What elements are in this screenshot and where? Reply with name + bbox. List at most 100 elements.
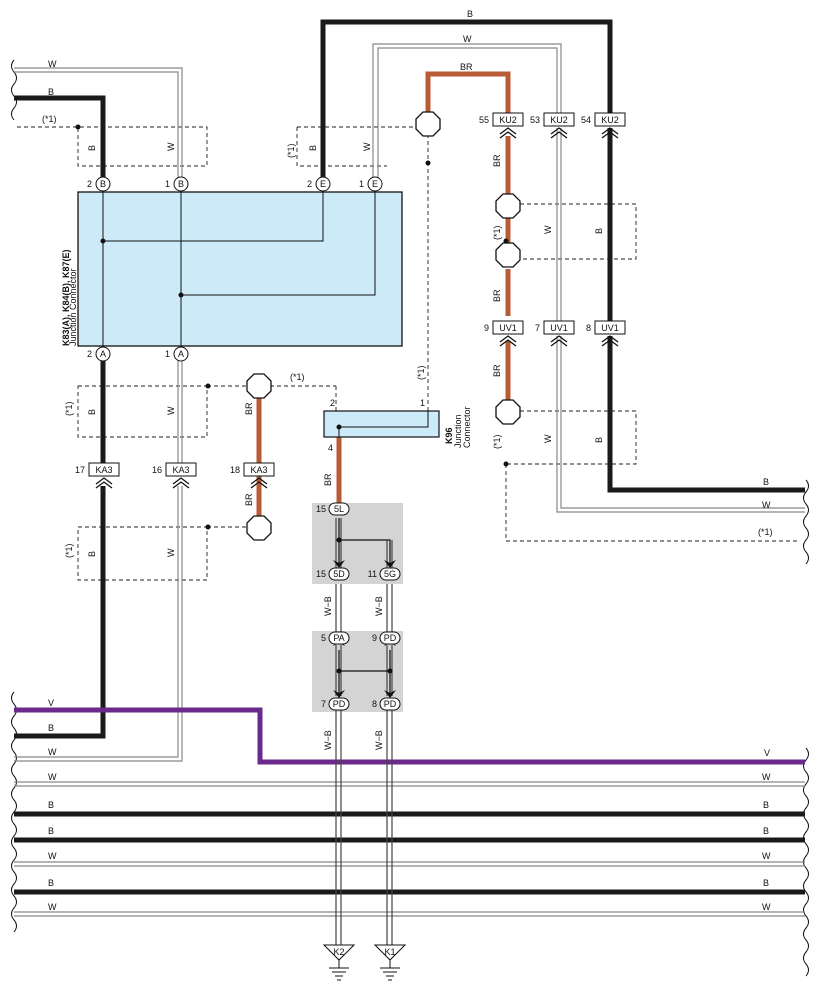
svg-text:W−B: W−B: [323, 596, 333, 616]
svg-text:1: 1: [359, 179, 364, 189]
svg-text:(*1): (*1): [416, 365, 426, 380]
svg-text:B: B: [87, 551, 97, 557]
svg-text:BR: BR: [244, 402, 254, 415]
svg-text:KU2: KU2: [499, 115, 517, 125]
junction-pin-1E: E 1: [359, 176, 383, 192]
connector-pd-9: PD 9: [372, 631, 401, 645]
svg-text:B: B: [763, 826, 769, 836]
svg-text:B: B: [48, 723, 54, 733]
svg-text:W: W: [48, 747, 57, 757]
connector-pd-7: PD 7: [321, 697, 350, 711]
svg-text:KA3: KA3: [172, 465, 189, 475]
black-wires: [14, 19, 805, 895]
svg-text:(*1): (*1): [492, 225, 502, 240]
k96-sub1: Junction: [453, 414, 463, 448]
svg-text:(*1): (*1): [286, 143, 296, 158]
svg-text:2: 2: [87, 349, 92, 359]
junction-pin-2E: E 2: [307, 176, 331, 192]
svg-text:2: 2: [87, 179, 92, 189]
svg-text:KU2: KU2: [601, 115, 619, 125]
svg-text:W: W: [543, 225, 553, 234]
right-harness-break: [803, 479, 809, 977]
ground-k2: K2: [322, 944, 356, 981]
svg-text:BR: BR: [460, 62, 473, 72]
svg-text:5G: 5G: [384, 569, 396, 579]
junction-name: K83(A), K84(B), K87(E): [61, 249, 71, 346]
svg-text:15: 15: [316, 504, 326, 514]
svg-text:BR: BR: [323, 473, 333, 486]
svg-text:5L: 5L: [334, 504, 344, 514]
svg-text:1: 1: [165, 349, 170, 359]
svg-text:9: 9: [484, 323, 489, 333]
svg-text:W: W: [362, 142, 372, 151]
connector-uv1-8: UV1 8: [586, 320, 626, 347]
svg-text:15: 15: [316, 569, 326, 579]
svg-text:W−B: W−B: [374, 596, 384, 616]
svg-text:B: B: [87, 409, 97, 415]
junction-dots: [75, 124, 509, 530]
svg-text:B: B: [594, 228, 604, 234]
svg-text:BR: BR: [492, 364, 502, 377]
ground-k1: K1: [373, 944, 407, 981]
connector-pd-8: PD 8: [372, 697, 401, 711]
svg-text:KU2: KU2: [550, 115, 568, 125]
svg-text:2: 2: [307, 179, 312, 189]
svg-text:B: B: [467, 9, 473, 19]
svg-text:PA: PA: [333, 633, 344, 643]
svg-text:W−B: W−B: [323, 730, 333, 750]
svg-text:(*1): (*1): [290, 372, 305, 382]
svg-text:KA3: KA3: [95, 465, 112, 475]
svg-text:B: B: [763, 477, 769, 487]
k96-sub2: Connector: [462, 406, 472, 448]
svg-text:B: B: [763, 800, 769, 810]
wire-labels: B W BR W B B W B W B W B W BR BR BR BR B…: [48, 9, 771, 912]
svg-text:8: 8: [372, 699, 377, 709]
wb-wires: [335, 518, 393, 945]
svg-text:(*1): (*1): [64, 543, 74, 558]
svg-text:W: W: [166, 548, 176, 557]
splice-octagons: [246, 111, 521, 541]
connector-ka3-17: KA3 17: [75, 462, 120, 489]
connector-ka3-16: KA3 16: [152, 462, 197, 489]
svg-text:55: 55: [479, 115, 489, 125]
svg-text:11: 11: [368, 569, 377, 579]
svg-text:(*1): (*1): [64, 401, 74, 416]
k96-pin-left: 2: [330, 398, 335, 408]
svg-text:PD: PD: [384, 633, 397, 643]
svg-text:5: 5: [321, 633, 326, 643]
svg-text:W: W: [543, 434, 553, 443]
connector-ku2-55: KU2 55: [479, 112, 524, 139]
svg-text:UV1: UV1: [499, 323, 517, 333]
svg-text:KA3: KA3: [250, 465, 267, 475]
svg-text:B: B: [48, 826, 54, 836]
svg-text:V: V: [764, 748, 770, 758]
svg-text:K1: K1: [384, 947, 395, 957]
svg-text:BR: BR: [244, 493, 254, 506]
svg-text:V: V: [48, 698, 54, 708]
left-harness-break: [11, 59, 17, 933]
option-notes: (*1) (*1) (*1) (*1) (*1) (*1) (*1) (*1) …: [42, 114, 773, 558]
svg-text:B: B: [48, 800, 54, 810]
svg-text:54: 54: [581, 115, 591, 125]
connector-uv1-7: UV1 7: [535, 320, 575, 347]
svg-text:W−B: W−B: [374, 730, 384, 750]
connector-pa-5: PA 5: [321, 631, 350, 645]
splice-dots: [336, 537, 393, 674]
svg-text:UV1: UV1: [550, 323, 568, 333]
svg-text:B: B: [100, 179, 106, 189]
junction-pin-1B: B 1: [165, 176, 189, 192]
k96-connector-box: [323, 410, 440, 438]
svg-text:7: 7: [321, 699, 326, 709]
junction-connector-box: [77, 191, 403, 347]
svg-text:B: B: [594, 437, 604, 443]
svg-text:E: E: [372, 179, 378, 189]
svg-text:W: W: [762, 902, 771, 912]
svg-text:B: B: [87, 145, 97, 151]
svg-text:PD: PD: [384, 699, 397, 709]
svg-text:W: W: [762, 500, 771, 510]
svg-text:B: B: [763, 878, 769, 888]
svg-text:18: 18: [230, 465, 240, 475]
svg-text:K2: K2: [333, 947, 344, 957]
svg-text:B: B: [308, 145, 318, 151]
svg-text:A: A: [178, 349, 184, 359]
